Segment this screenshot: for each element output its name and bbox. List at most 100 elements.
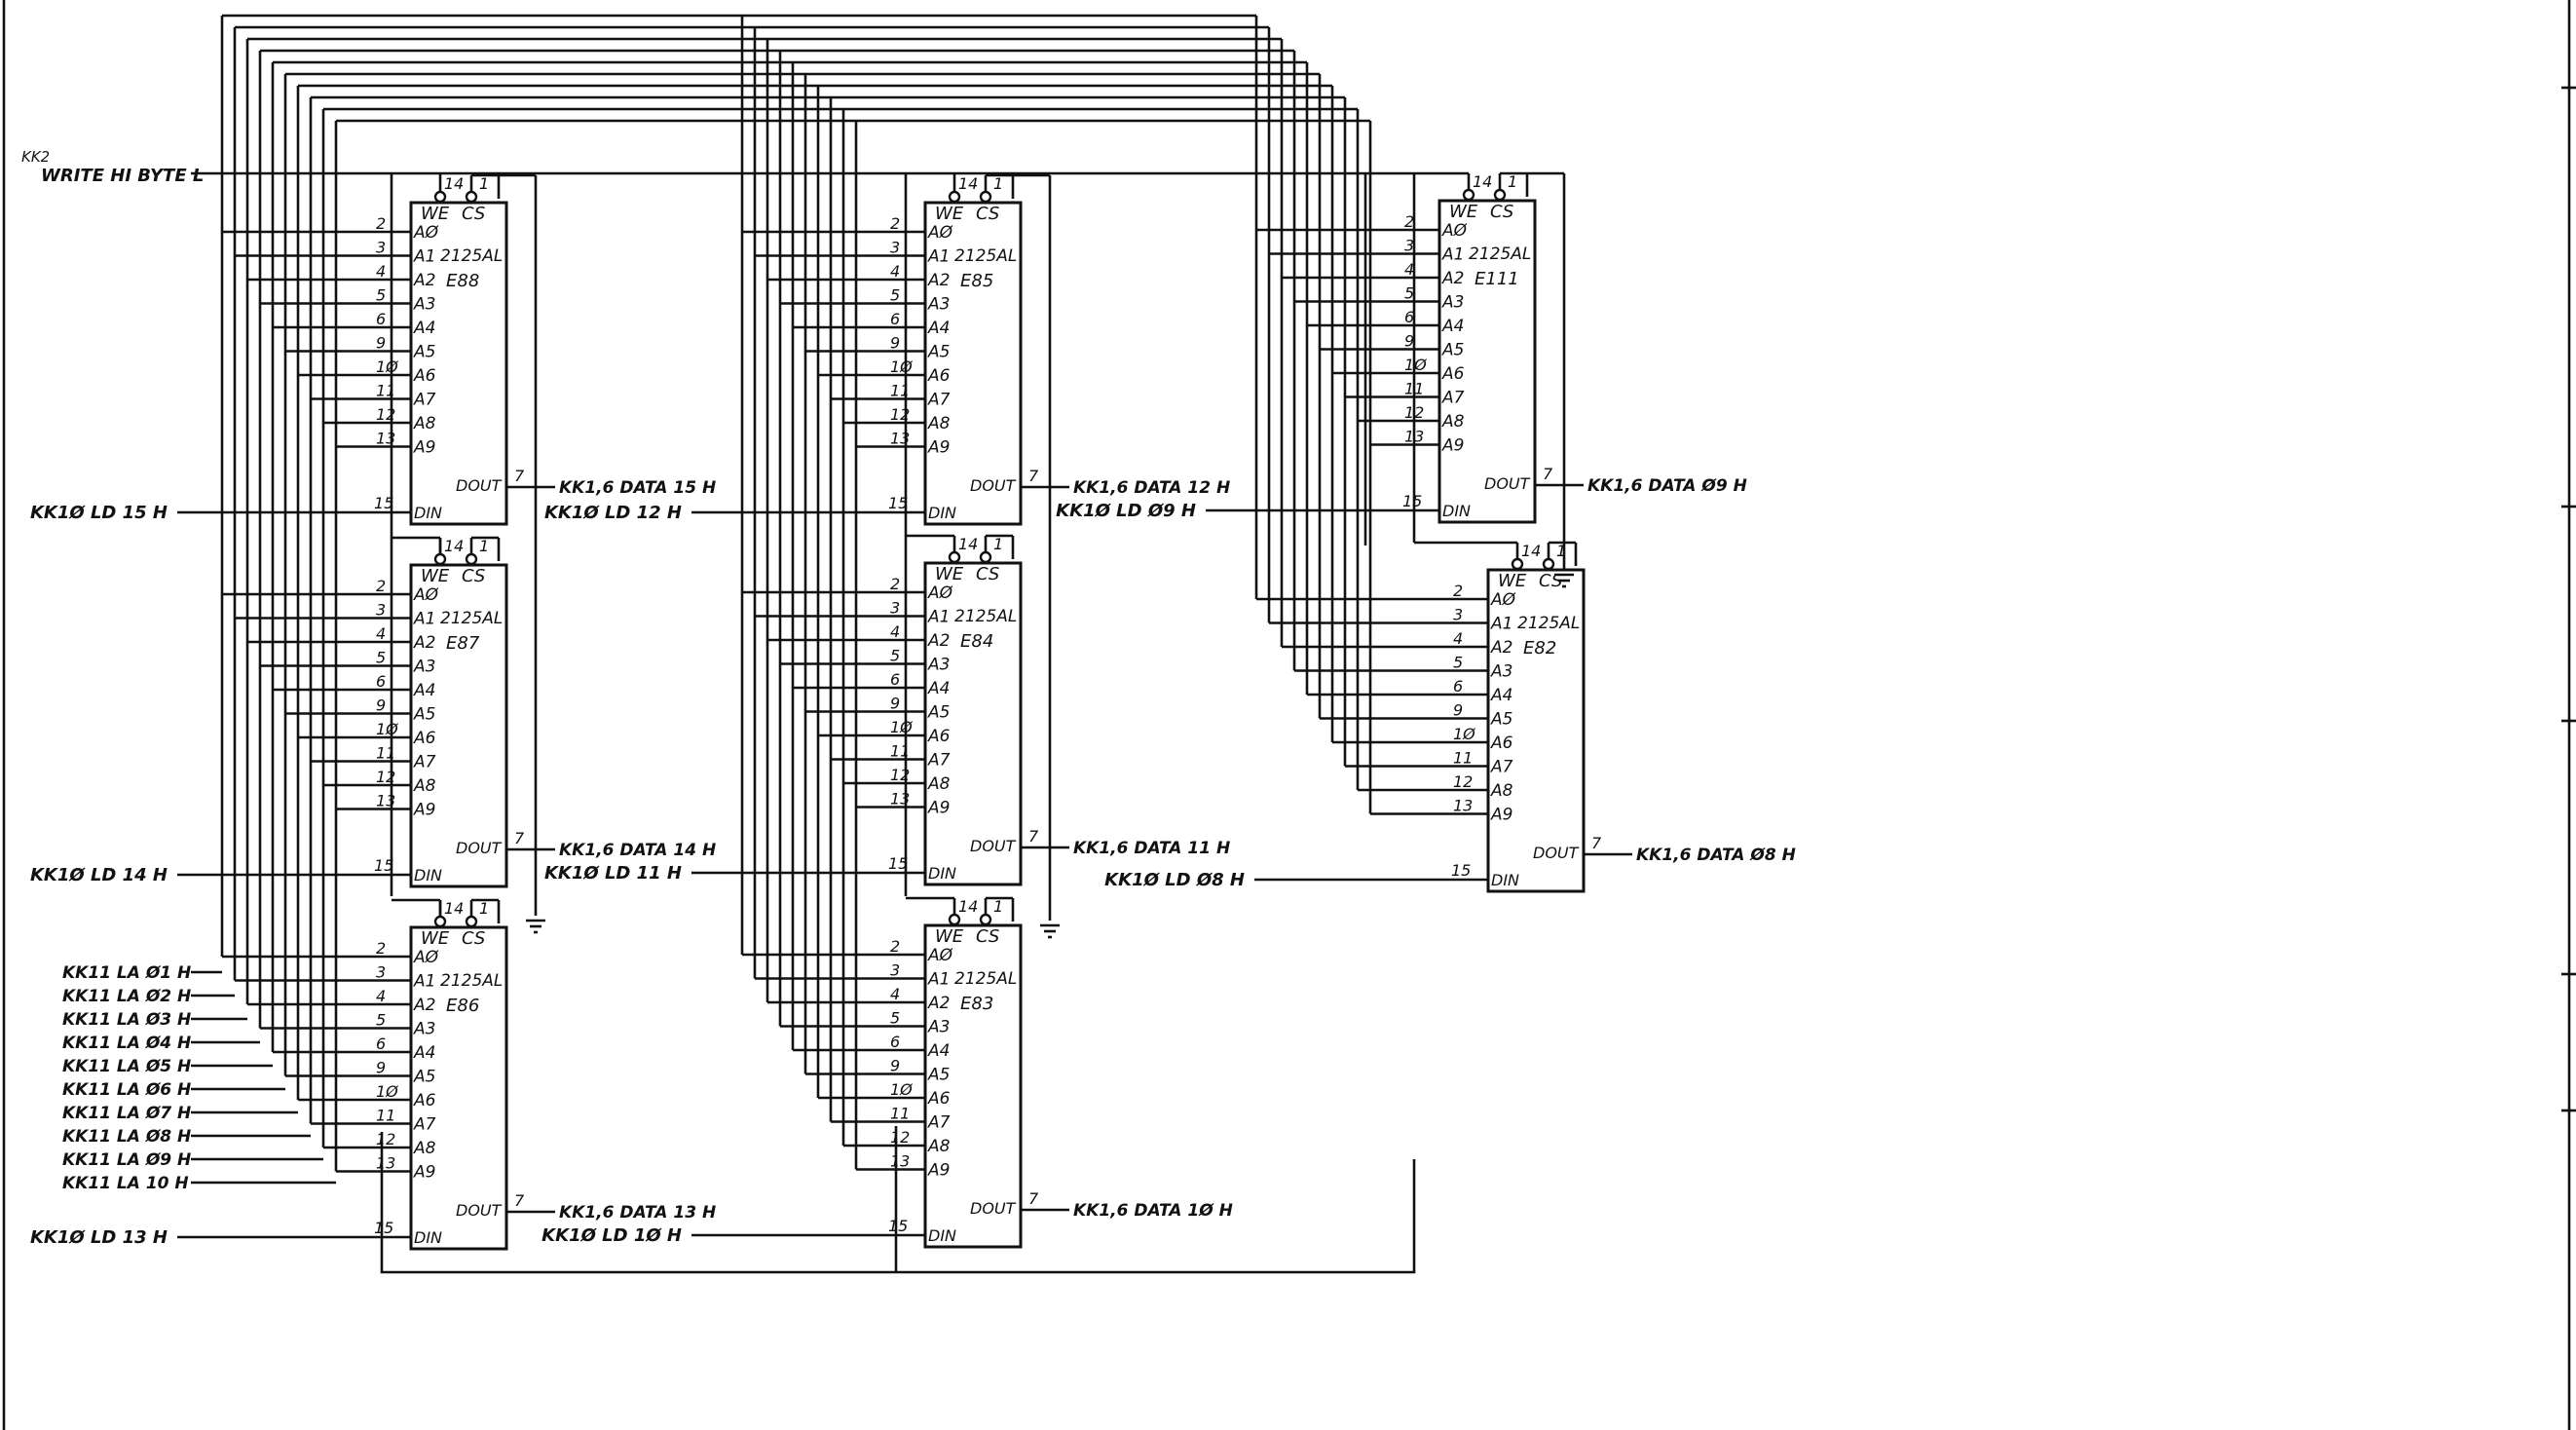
address-pin-name: A7 — [413, 753, 436, 772]
dout-pin-number: 7 — [1028, 827, 1039, 846]
address-pin-number: 13 — [890, 430, 910, 448]
pin-14-number: 14 — [1473, 172, 1492, 191]
pin-1-number: 1 — [1508, 172, 1517, 191]
pin-14-number: 14 — [1521, 542, 1541, 560]
address-pin-number: 5 — [890, 1009, 900, 1028]
address-pin-number: 3 — [890, 961, 900, 980]
address-pin-name: A6 — [413, 1091, 436, 1110]
address-pin-name: A8 — [927, 774, 951, 794]
cs-bubble — [979, 913, 992, 926]
address-pin-number: 1Ø — [376, 1082, 398, 1101]
address-pin-number: 6 — [890, 310, 900, 328]
address-pin-name: A4 — [1490, 686, 1512, 705]
address-pin-number: 11 — [376, 744, 395, 763]
pin-1-number: 1 — [479, 899, 489, 918]
chip-body — [923, 201, 1023, 526]
load-input-label: KK1Ø LD 12 H — [544, 503, 682, 523]
din-pin-name: DIN — [414, 866, 442, 884]
address-input-label: KK11 LA Ø9 H — [62, 1150, 191, 1170]
reference-note: KK2 — [21, 148, 50, 166]
we-bubble — [433, 190, 447, 204]
address-pin-number: 4 — [1404, 260, 1414, 279]
address-pin-number: 13 — [890, 790, 910, 809]
din-pin-number: 15 — [1402, 492, 1422, 510]
address-pin-name: A2 — [1441, 269, 1464, 288]
cs-bubble — [465, 552, 478, 566]
address-pin-name: A8 — [1490, 781, 1513, 801]
address-pin-name: A5 — [927, 1066, 950, 1085]
din-pin-name: DIN — [1442, 502, 1471, 520]
din-pin-number: 15 — [374, 856, 393, 875]
address-pin-number: 9 — [890, 695, 900, 713]
pin-cs-label: CS — [976, 564, 999, 584]
pin-cs-label: CS — [1490, 202, 1513, 222]
dout-pin-number: 7 — [1028, 1189, 1039, 1208]
address-pin-number: 13 — [890, 1152, 910, 1171]
address-pin-name: A8 — [413, 414, 436, 433]
address-pin-name: A8 — [1441, 412, 1465, 432]
address-pin-number: 9 — [1404, 332, 1414, 351]
chip-designator: E83 — [960, 994, 993, 1014]
address-pin-name: A8 — [927, 414, 951, 433]
address-pin-name: A7 — [927, 751, 951, 771]
dout-pin-number: 7 — [514, 1191, 525, 1210]
chip-designator: E86 — [446, 996, 479, 1016]
chip-part-number: 2125AL — [440, 971, 503, 991]
pin-14-number: 14 — [958, 174, 978, 193]
pin-cs-label: CS — [462, 204, 485, 224]
address-pin-number: 3 — [376, 963, 386, 982]
address-pin-name: AØ — [413, 223, 439, 243]
pin-1-number: 1 — [993, 897, 1003, 916]
dout-pin-number: 7 — [1591, 834, 1602, 852]
address-pin-name: A6 — [927, 366, 951, 386]
ground-icon — [1554, 573, 1574, 588]
address-pin-name: A3 — [413, 658, 435, 677]
cs-bubble — [465, 915, 478, 928]
chip-body — [409, 563, 508, 888]
pin-we-label: WE — [1449, 202, 1478, 222]
data-output-label: KK1,6 DATA 1Ø H — [1073, 1201, 1233, 1221]
din-pin-number: 15 — [888, 494, 908, 512]
address-pin-number: 4 — [376, 262, 386, 281]
address-pin-number: 5 — [890, 286, 900, 305]
chip-part-number: 2125AL — [954, 246, 1017, 266]
address-pin-name: A1 — [413, 972, 435, 992]
address-pin-number: 5 — [1453, 654, 1463, 672]
address-pin-number: 9 — [376, 334, 386, 353]
address-pin-number: 13 — [1404, 428, 1424, 446]
address-pin-name: A7 — [413, 391, 436, 410]
chip-part-number: 2125AL — [954, 607, 1017, 626]
chip-body — [1437, 199, 1537, 524]
write-hi-byte-label: WRITE HI BYTE L — [41, 166, 204, 186]
address-pin-number: 11 — [1404, 380, 1424, 398]
address-pin-number: 2 — [376, 577, 386, 595]
address-input-label: KK11 LA Ø8 H — [62, 1127, 191, 1147]
return-bus — [380, 1132, 1416, 1274]
chip-part-number: 2125AL — [1517, 614, 1580, 633]
address-pin-name: A9 — [927, 438, 950, 458]
pin-cs-label: CS — [462, 928, 485, 949]
data-output-label: KK1,6 DATA Ø9 H — [1587, 476, 1747, 496]
we-bubble — [948, 190, 961, 204]
data-output-label: KK1,6 DATA 13 H — [559, 1203, 716, 1223]
cs-bubble — [979, 550, 992, 564]
address-pin-number: 5 — [1404, 284, 1414, 303]
load-input-label: KK1Ø LD Ø8 H — [1104, 870, 1245, 890]
address-pin-name: A2 — [413, 996, 435, 1015]
chip-designator: E111 — [1475, 269, 1519, 289]
address-pin-number: 9 — [1453, 701, 1463, 720]
address-pin-name: A2 — [1490, 638, 1512, 658]
pin-we-label: WE — [421, 928, 450, 949]
bus-wiring — [191, 14, 1574, 1274]
address-pin-name: AØ — [1490, 590, 1516, 610]
address-pin-name: A5 — [413, 705, 435, 725]
address-pin-name: A9 — [413, 1163, 435, 1183]
pin-we-label: WE — [935, 926, 964, 947]
load-input-label: KK1Ø LD 15 H — [30, 503, 168, 523]
address-pin-name: A3 — [1490, 662, 1512, 682]
address-pin-number: 9 — [890, 1057, 900, 1075]
cs-bubble — [465, 190, 478, 204]
chip-part-number: 2125AL — [1469, 245, 1531, 264]
